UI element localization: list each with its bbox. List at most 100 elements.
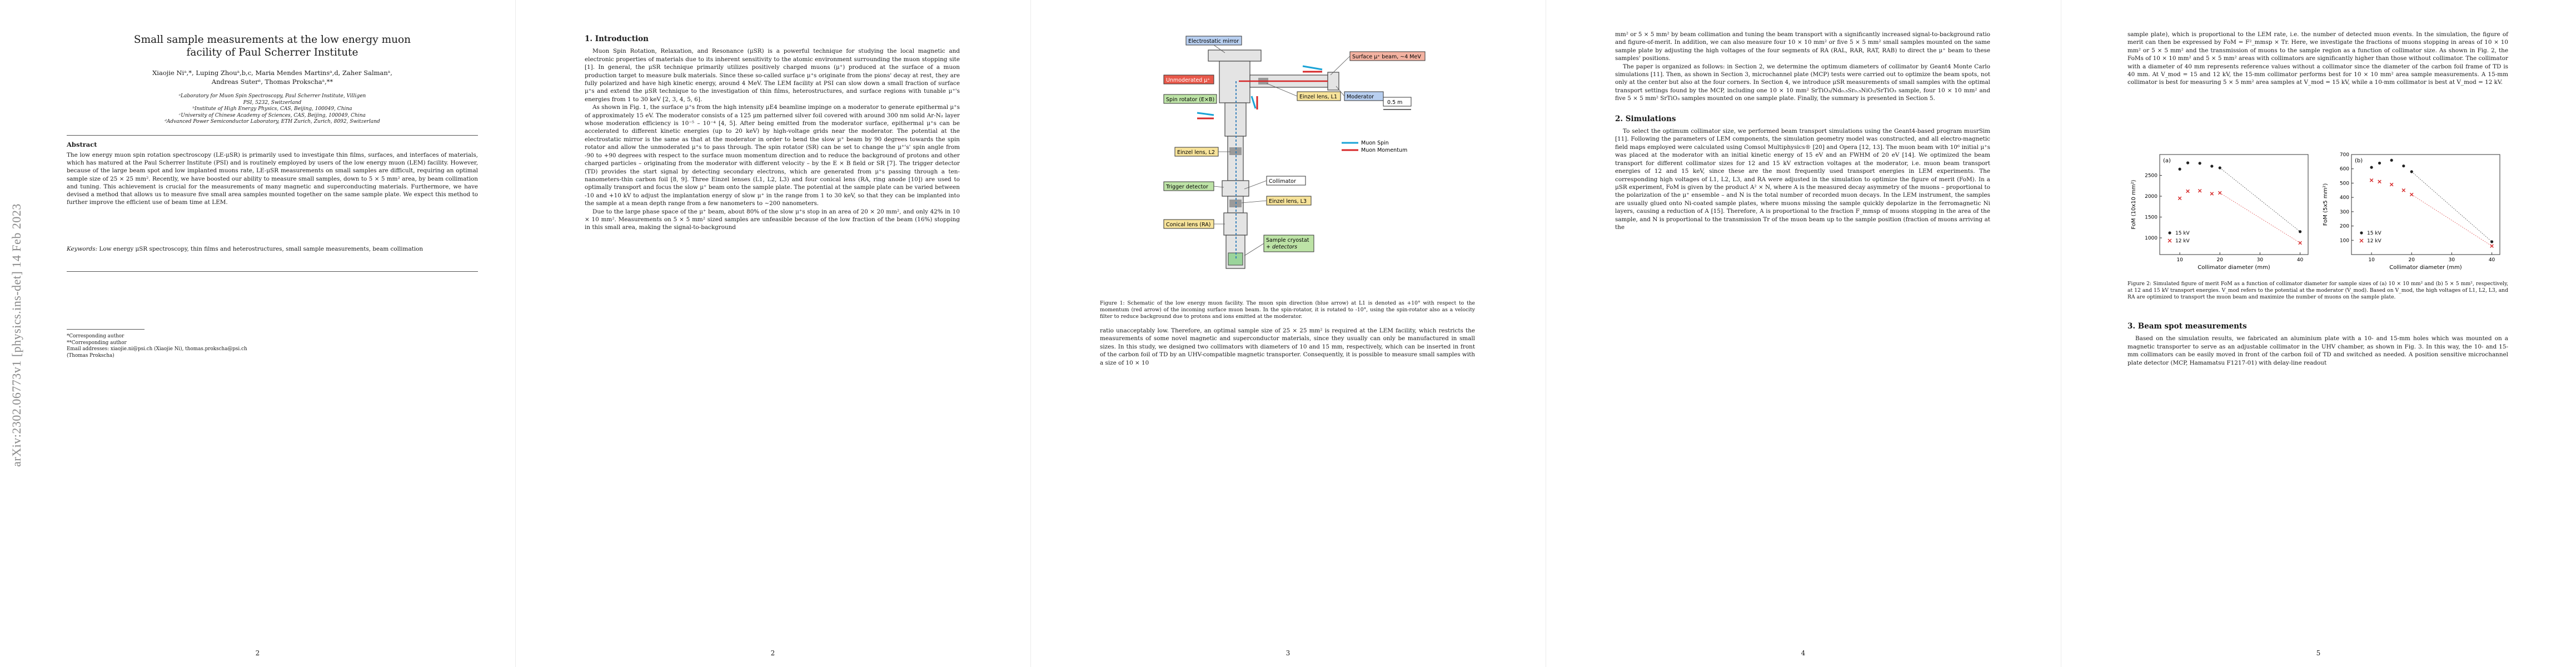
einzel-l3-label: Einzel lens, L3: [1269, 198, 1307, 205]
section-heading: 3. Beam spot measurements: [2127, 322, 2247, 331]
mirror-label: Electrostatic mirror: [1188, 38, 1239, 44]
paragraph: The paper is organized as follows: in Se…: [1615, 63, 1990, 102]
page-number: 2: [770, 649, 775, 657]
label-box: [1163, 94, 1217, 104]
spin-arrow: [1197, 112, 1214, 116]
data-point: [2198, 188, 2202, 193]
y-axis-label: FoM (5x5 mm²): [2323, 183, 2329, 226]
legend-marker: [2168, 238, 2172, 243]
x-tick-label: 20: [2217, 257, 2224, 263]
data-point: [2378, 161, 2381, 165]
sample-cryostat-sublabel: + detectors: [1266, 244, 1297, 250]
legend-marker: [2168, 231, 2171, 235]
page-3: Electrostatic mirror Surface μ⁺ beam, ~4…: [1030, 0, 1546, 667]
mirror-chamber: [1219, 61, 1250, 103]
data-point: [2401, 188, 2406, 192]
x-tick-label: 10: [2176, 257, 2183, 263]
data-point: [2490, 240, 2494, 243]
data-point: [2490, 244, 2494, 248]
page-number: 4: [1801, 649, 1806, 657]
arxiv-identifier[interactable]: arXiv:2302.06773v1 [physics.ins-det] 14 …: [9, 203, 23, 467]
page-number: 2: [255, 649, 260, 657]
data-point: [2178, 167, 2181, 171]
data-point: [2186, 189, 2190, 193]
legend-label: 12 kV: [2175, 238, 2190, 244]
data-point: [2378, 180, 2381, 184]
x-tick-label: 30: [2449, 257, 2455, 263]
keywords-text: Low energy μSR spectroscopy, thin films …: [99, 246, 423, 252]
data-point: [2186, 161, 2190, 165]
series-trend-line: [2411, 194, 2492, 246]
authors-line: Andreas Suterᵃ, Thomas Prokschaᵃ,**: [211, 78, 333, 86]
keywords: Keywords: Low energy μSR spectroscopy, t…: [67, 245, 478, 253]
paragraph: Due to the large phase space of the μ⁺ b…: [585, 208, 960, 231]
surface-beam-label: Surface μ⁺ beam, ~4 MeV: [1352, 54, 1421, 60]
page-5: sample plate), which is proportional to …: [2061, 0, 2576, 667]
unmoderated-label: Unmoderated μ⁺: [1166, 77, 1210, 83]
trigger-label: Trigger detector: [1165, 184, 1208, 190]
sample-cryostat-label: Sample cryostat: [1266, 237, 1309, 243]
einzel-l3-element: [1229, 200, 1242, 207]
scale-box: [1383, 97, 1412, 107]
text-column: sample plate), which is proportional to …: [2127, 31, 2508, 87]
abstract-text: The low energy muon spin rotation spectr…: [67, 152, 478, 206]
y-tick-label: 2500: [2145, 173, 2158, 179]
data-point: [2390, 158, 2393, 162]
y-tick-label: 1000: [2145, 236, 2158, 241]
x-tick-label: 40: [2297, 257, 2304, 263]
page-4: mm² or 5 × 5 mm² by beam collimation and…: [1546, 0, 2061, 667]
page-separator: [1030, 0, 1031, 667]
x-axis-label: Collimator diameter (mm): [2198, 265, 2270, 271]
x-tick-label: 30: [2257, 257, 2264, 263]
data-point: [2210, 192, 2214, 196]
legend-momentum-label: Muon Momentum: [1361, 147, 1407, 153]
plot-frame: [2351, 154, 2500, 255]
paragraph: As shown in Fig. 1, the surface μ⁺s from…: [585, 104, 960, 207]
legend-marker: [2360, 231, 2363, 235]
paper-title: Small sample measurements at the low ene…: [56, 33, 489, 59]
text-column: 3. Beam spot measurements Based on the s…: [2127, 318, 2508, 367]
y-tick-label: 100: [2340, 238, 2349, 243]
section-heading: 1. Introduction: [585, 34, 649, 43]
plot-frame: [2159, 154, 2309, 255]
keywords-label: Keywords:: [67, 246, 98, 252]
einzel-l2-label: Einzel lens, L2: [1177, 150, 1215, 156]
spin-rotator-label: Spin rotator (E×B): [1166, 97, 1214, 103]
einzel-l1-label: Einzel lens, L1: [1299, 94, 1337, 100]
affiliation: ᵇInstitute of High Energy Physics, CAS, …: [192, 106, 352, 112]
data-point: [2369, 178, 2374, 182]
paragraph: sample plate), which is proportional to …: [2127, 31, 2508, 86]
legend-spin-label: Muon Spin: [1361, 140, 1389, 146]
page-separator: [515, 0, 516, 667]
sample-detector-region: [1228, 252, 1243, 266]
data-point: [2370, 166, 2373, 169]
x-tick-label: 10: [2368, 257, 2375, 263]
section-heading: 2. Simulations: [1615, 114, 1676, 123]
footnote-rule: [67, 329, 145, 330]
series-trend-line: [2220, 192, 2300, 243]
authors-line: Xiaojie Niᵃ,*, Luping Zhouᵃ,b,c, Maria M…: [152, 69, 392, 77]
data-point: [2198, 162, 2201, 165]
text-column: 1. Introduction Muon Spin Rotation, Rela…: [585, 31, 960, 232]
footnote-email[interactable]: Email addresses: xiaojie.ni@psi.ch (Xiao…: [67, 346, 247, 352]
einzel-l2-element: [1229, 147, 1242, 155]
data-point: [2402, 164, 2405, 168]
conical-body: [1223, 212, 1248, 236]
page-number: 3: [1285, 649, 1291, 657]
footnote: (Thomas Prokscha): [67, 352, 114, 359]
data-point: [2298, 230, 2302, 233]
divider: [67, 271, 478, 272]
legend-label: 15 kV: [2367, 231, 2382, 236]
x-tick-label: 20: [2409, 257, 2415, 263]
paragraph: Muon Spin Rotation, Relaxation, and Reso…: [585, 48, 960, 103]
collimator-label: Collimator: [1269, 178, 1296, 185]
spin-arrow: [1250, 96, 1257, 109]
data-point: [2410, 170, 2413, 173]
legend-label: 12 kV: [2367, 238, 2382, 244]
paragraph: mm² or 5 × 5 mm² by beam collimation and…: [1615, 31, 1990, 62]
footnote: **Corresponding author: [67, 340, 127, 346]
data-point: [2178, 196, 2182, 201]
affiliation: ᶜUniversity of Chinese Academy of Scienc…: [179, 112, 366, 118]
